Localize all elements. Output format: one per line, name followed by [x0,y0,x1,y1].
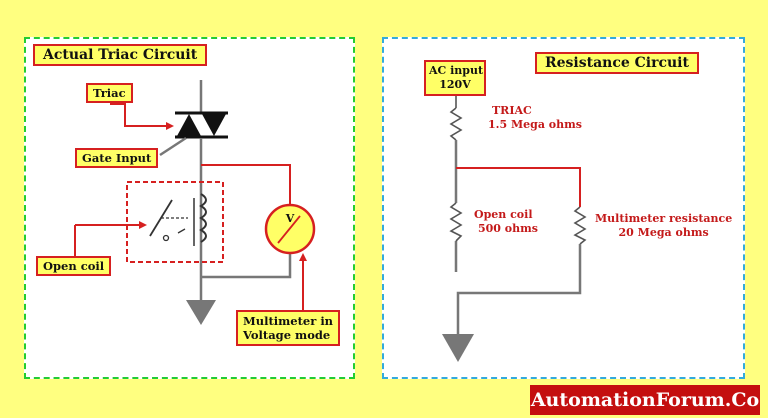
triac-symbol-icon [159,80,228,300]
triac-label: Triac [86,83,133,103]
multimeter-label-line2: Voltage mode [243,328,331,342]
ac-input-line1: AC input [429,64,484,77]
right-panel-title: Resistance Circuit [535,52,699,74]
coil-resistance-line2: 500 ohms [478,222,538,235]
ground-icon [186,300,216,325]
voltmeter-symbol: V [285,212,295,225]
multimeter-resistance-line2: 20 Mega ohms [618,226,709,239]
coil-icon [193,193,207,246]
open-coil-label: Open coil [36,256,112,276]
triac-resistance-text: TRIAC 1.5 Mega ohms [488,104,582,132]
relay-box [126,181,224,263]
multimeter-resistance-line1: Multimeter resistance [595,212,733,225]
automationforum-logo: AutomationForum.Co [530,385,760,415]
multimeter-label-line1: Multimeter in [243,314,334,328]
switch-icon [149,199,188,242]
gate-input-label: Gate Input [75,148,159,168]
coil-resistance-line1: Open coil [474,208,533,221]
multimeter-label: Multimeter in Voltage mode [236,310,341,346]
triac-resistance-line1: TRIAC [492,104,532,117]
left-panel-title: Actual Triac Circuit [33,44,208,66]
ground-icon [442,334,474,362]
coil-resistance-text: Open coil 500 ohms [474,208,538,236]
ac-input-label: AC input 120V [424,60,486,96]
resistor-icon [573,206,587,245]
triac-resistance-line2: 1.5 Mega ohms [488,118,582,131]
resistor-icon [449,202,463,242]
multimeter-resistance-text: Multimeter resistance 20 Mega ohms [595,212,732,240]
resistor-icon [449,107,463,141]
voltmeter-icon: V [264,203,316,255]
ac-input-line2: 120V [439,78,471,91]
